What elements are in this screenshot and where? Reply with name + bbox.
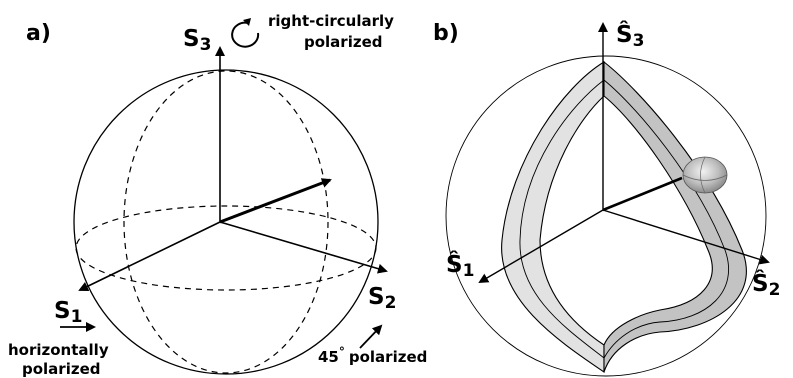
panel-a: a) S3 S1 S2 right-circularly polarized h… bbox=[8, 12, 427, 378]
band-right-half bbox=[603, 60, 747, 373]
blob-contour-v bbox=[700, 156, 706, 194]
s3-label: S3 bbox=[183, 26, 211, 55]
s2-label: S2 bbox=[368, 284, 396, 313]
s1-hat-label: Ŝ1 bbox=[446, 250, 474, 281]
s2-hat-axis-arrow bbox=[602, 209, 770, 265]
horizontal-annotation-line2: polarized bbox=[22, 360, 101, 378]
band-centre-line-right bbox=[603, 79, 730, 359]
s3-hat-label: Ŝ3 bbox=[616, 20, 644, 51]
diagonal-annotation: 45°polarized bbox=[318, 345, 427, 366]
state-vector-arrow bbox=[219, 178, 332, 224]
panel-a-label: a) bbox=[26, 21, 51, 46]
circular-arrow-icon bbox=[231, 21, 260, 48]
s2-axis-arrow bbox=[219, 221, 388, 274]
s1-label: S1 bbox=[54, 298, 82, 327]
uncertainty-blob bbox=[682, 156, 728, 194]
panel-b: b) Ŝ3 Ŝ1 Ŝ2 bbox=[433, 20, 780, 377]
state-vector-b bbox=[602, 176, 683, 212]
sphere-outline-b bbox=[445, 55, 767, 377]
meridian-dashed bbox=[123, 70, 329, 374]
s1-hat-axis-arrow bbox=[478, 209, 604, 284]
band-centre-line-left bbox=[519, 79, 605, 359]
s1-axis-arrow bbox=[78, 221, 221, 292]
circular-arrowhead-icon bbox=[243, 18, 251, 26]
band-left-half bbox=[501, 61, 605, 374]
s2-hat-label: Ŝ2 bbox=[752, 269, 780, 300]
horizontal-annotation-line1: horizontally bbox=[8, 341, 109, 359]
blob-contour-h bbox=[682, 174, 728, 181]
panel-b-label: b) bbox=[433, 21, 459, 46]
right-circular-annotation-line2: polarized bbox=[304, 33, 383, 51]
sphere-outline bbox=[73, 69, 379, 375]
right-circular-annotation-line1: right-circularly bbox=[268, 12, 394, 30]
equator-dashed bbox=[75, 205, 377, 291]
diagonal-arrow-icon bbox=[359, 324, 383, 349]
